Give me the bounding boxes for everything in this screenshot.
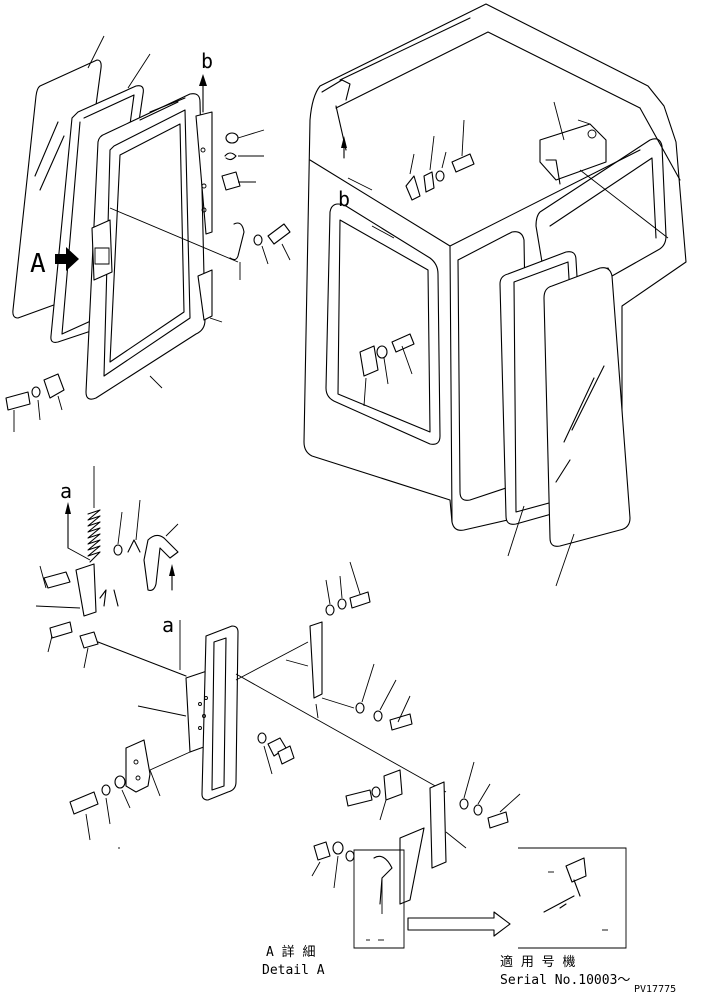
door-hinge-strip [196, 112, 212, 234]
hinge-fasteners [210, 130, 290, 322]
spring [88, 510, 100, 562]
lock-rail [202, 626, 238, 800]
lower-hinge-bolt [6, 374, 64, 432]
rear-window-glass [544, 268, 630, 547]
serial-detail-box [518, 848, 626, 948]
cab-door-opening [326, 204, 440, 444]
svg-text:a: a [60, 479, 72, 503]
cab-body: b [304, 4, 686, 530]
door-latch-handle [92, 220, 112, 280]
striker-plate [310, 622, 322, 698]
svg-text:b: b [201, 49, 213, 73]
release-lever [76, 564, 96, 616]
ref-arrow-a-upper: a [60, 479, 90, 560]
detail-transfer-arrow [408, 912, 510, 936]
detail-a-box [354, 850, 404, 948]
ref-arrow-a-lower: a [162, 564, 175, 637]
captions: A 詳 細 Detail A 適 用 号 機 Serial No.10003～ … [262, 944, 676, 995]
svg-text:b: b [338, 187, 350, 211]
ref-arrow-b-top: b [199, 49, 213, 112]
door-assembly: A b [6, 36, 290, 432]
detail-caption-jp: A 詳 細 [266, 944, 315, 960]
lock-base-plate [126, 740, 150, 792]
serial-caption-en: Serial No.10003～ [500, 973, 630, 988]
detail-caption-en: Detail A [262, 963, 325, 978]
rear-window-parts [500, 252, 630, 586]
door-catch [360, 346, 378, 376]
door-frame [86, 94, 205, 399]
svg-text:A: A [30, 249, 46, 279]
drawing-id: PV17775 [634, 984, 676, 995]
serial-caption-jp: 適 用 号 機 [500, 954, 575, 970]
view-marker-a: A [30, 247, 79, 279]
cab-right-window [536, 139, 666, 298]
lock-mechanism: a a [36, 466, 520, 904]
detail-a-panels [118, 848, 626, 948]
ref-arrow-b-cab: b [338, 136, 350, 211]
svg-text:a: a [162, 613, 174, 637]
inner-handle [144, 535, 178, 590]
